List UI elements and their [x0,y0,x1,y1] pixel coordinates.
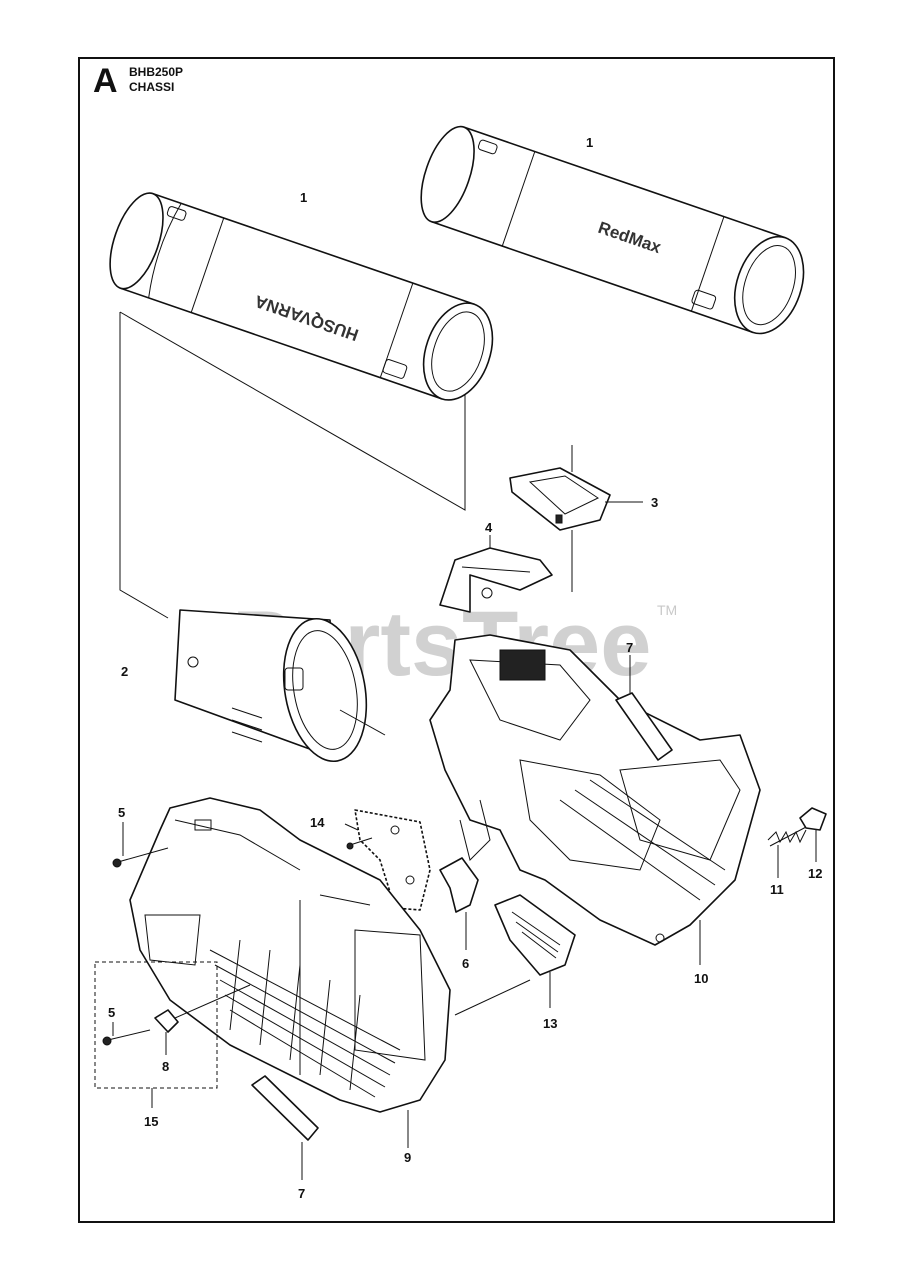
circuit-bracket [354,809,431,911]
screw-5-lower [102,1029,151,1046]
tube-right: RedMax [420,125,805,335]
handle-cushion-upper [615,692,673,761]
diagram-border [78,57,835,1223]
knob-8 [154,1009,179,1033]
guide-line-left [119,312,169,619]
screw-14 [346,837,373,850]
kit-outline [94,961,218,1089]
trigger-clip [439,857,479,913]
callout-8: 8 [162,1059,169,1074]
model-number: BHB250P [129,65,184,79]
screw-5-upper [112,847,169,868]
callout-6: 6 [462,956,469,971]
top-cover [439,547,553,613]
filter-cap [509,467,611,531]
callout-9: 9 [404,1150,411,1165]
callout-13: 13 [543,1016,557,1031]
outer-housing [129,797,451,1113]
callout-7-lower: 7 [298,1186,305,1201]
callout-12: 12 [808,866,822,881]
handle-cushion-lower [251,1075,319,1141]
guide-line-top [119,311,466,511]
callout-7-upper: 7 [626,640,633,655]
section-letter: A [93,62,118,100]
callout-2: 2 [121,664,128,679]
callout-10: 10 [694,971,708,986]
section-title: CHASSI [129,80,175,94]
callout-4: 4 [485,520,493,535]
callout-1-left: 1 [300,190,307,205]
callout-1-right: 1 [586,135,593,150]
spring [767,825,809,847]
callout-11: 11 [770,882,784,897]
callout-5-lower: 5 [108,1005,115,1020]
switch-block [799,807,827,831]
watermark-trademark: TM [657,602,677,618]
tube-left: HUSQVARNA [109,192,494,401]
main-chassis [429,634,761,946]
nozzle-housing [174,609,368,763]
callout-15: 15 [144,1114,158,1129]
callout-5-upper: 5 [118,805,125,820]
callout-14: 14 [310,815,325,830]
callout-3: 3 [651,495,658,510]
vent-grille [494,894,576,976]
